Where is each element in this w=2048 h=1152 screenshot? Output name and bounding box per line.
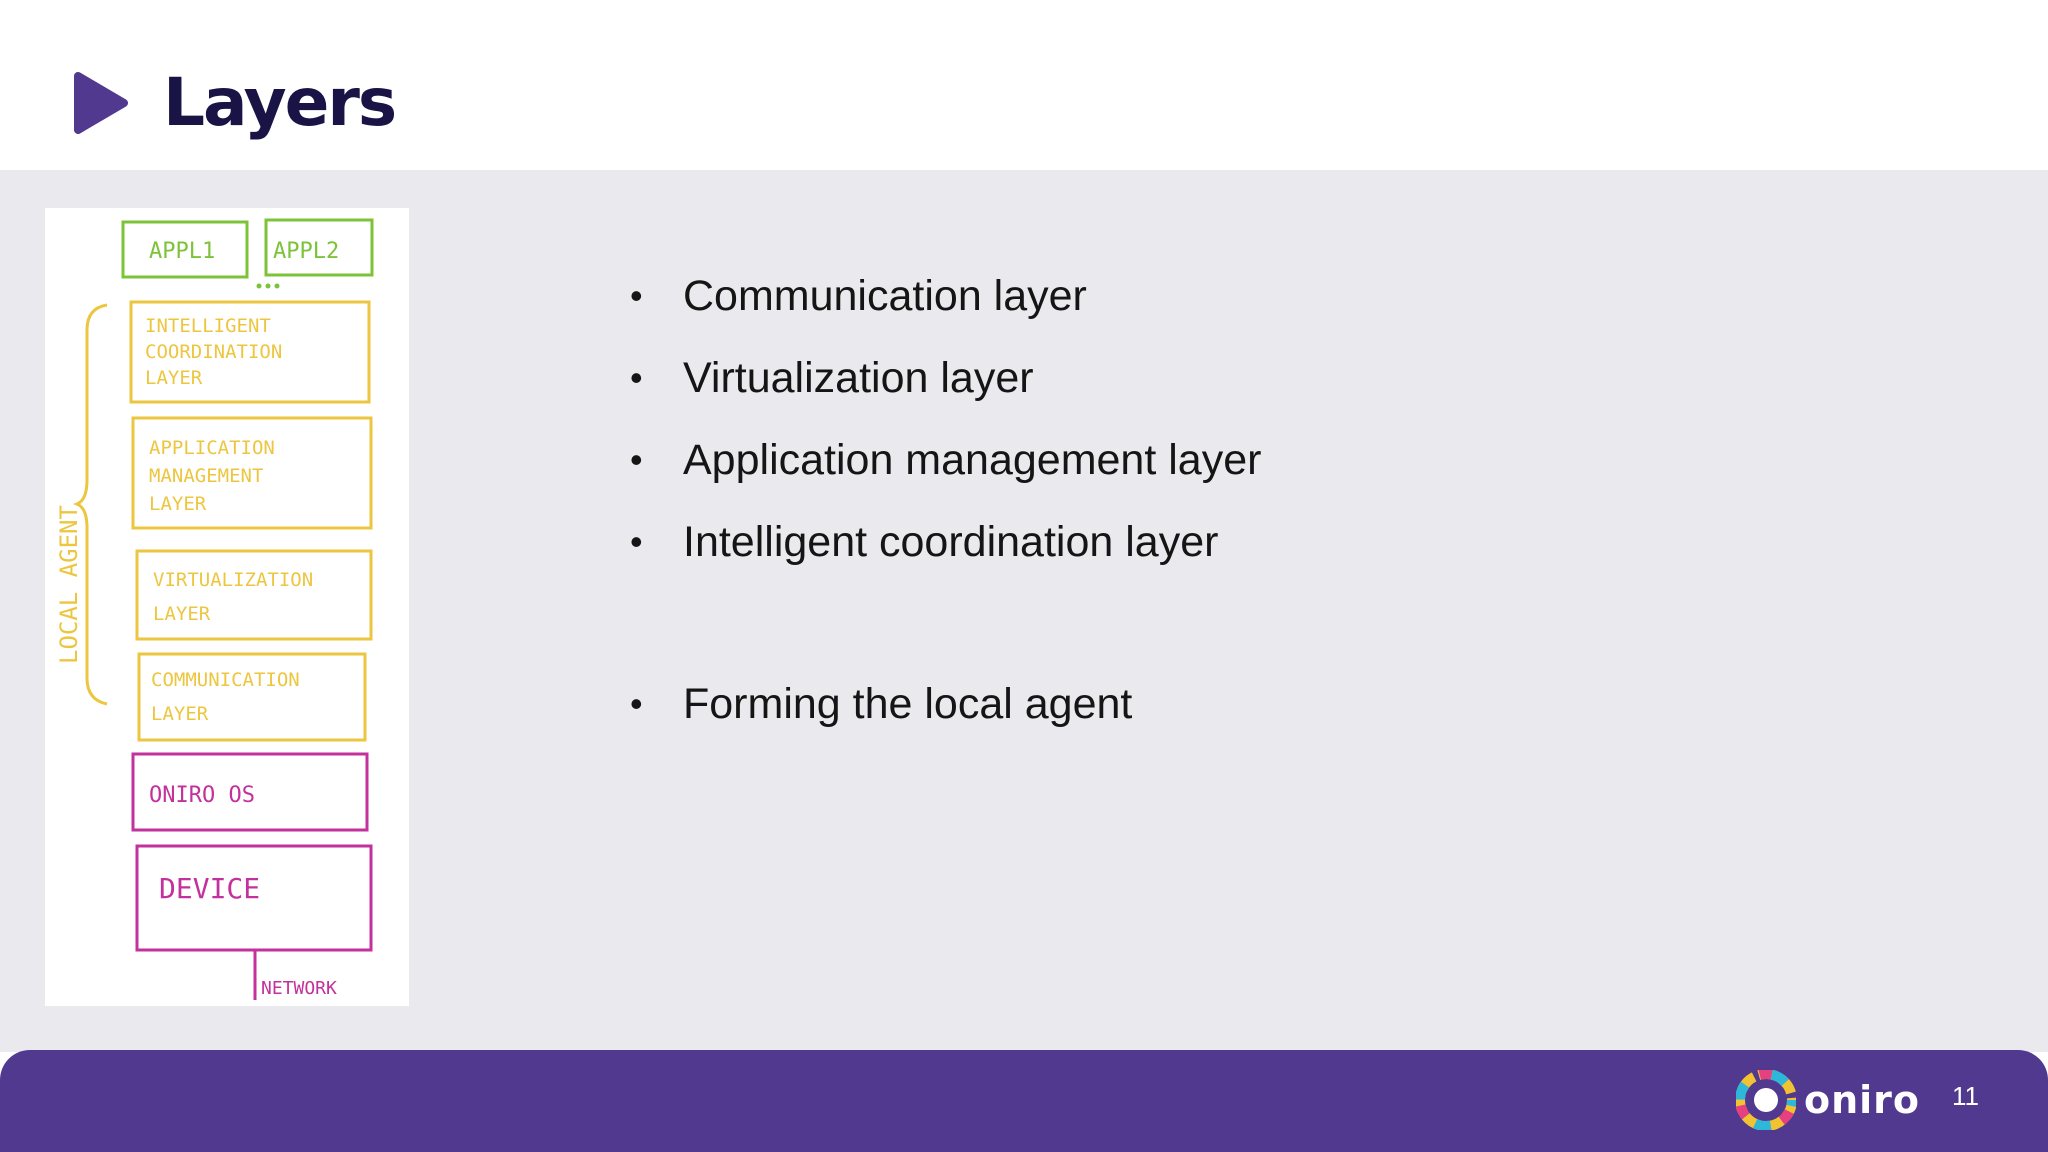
bullet-list: • Communication layer • Virtualization lay…: [630, 265, 1261, 755]
bullet-item: • Communication layer: [630, 265, 1261, 347]
bullet-dot: •: [630, 275, 643, 316]
sketch-layer-box: [129, 300, 371, 404]
sketch-layer-box: [137, 652, 367, 742]
sketch-layer-box: [135, 549, 373, 641]
slide-title: Layers: [163, 64, 397, 141]
sketch-local-agent-label: LOCAL AGENT: [55, 505, 83, 664]
sketch-os-box: [131, 752, 369, 832]
sketch-layer-text: LAYER: [149, 493, 207, 515]
sketch-layer-text: VIRTUALIZATION: [153, 569, 313, 591]
bullet-dot: •: [630, 521, 643, 562]
oniro-logo-icon: [1736, 1070, 1796, 1130]
sketch-ellipsis-dot: [274, 283, 280, 289]
slide-header: Layers: [0, 0, 2048, 170]
bullet-text: Application management layer: [683, 436, 1262, 484]
play-triangle-icon: [74, 72, 128, 134]
sketch-app2-label: APPL2: [273, 239, 339, 264]
sketch-os-label: ONIRO OS: [149, 783, 255, 808]
bullet-dot: •: [630, 357, 643, 398]
sketch-app2-box: [264, 218, 374, 277]
sketch-layer-text: INTELLIGENT: [145, 315, 271, 337]
sketch-network-label: NETWORK: [261, 978, 337, 999]
page-number: 11: [1952, 1081, 1979, 1111]
sketch-layer-text: APPLICATION: [149, 437, 275, 459]
sketch-layer-text: LAYER: [153, 603, 211, 625]
bullet-dot: •: [630, 683, 643, 724]
sketch-layer-text: COMMUNICATION: [151, 669, 300, 691]
sketch-device-label: DEVICE: [159, 872, 260, 905]
bullet-item: • Application management layer: [630, 429, 1261, 511]
bullet-item: • Forming the local agent: [630, 673, 1261, 755]
sketch-layer-text: COORDINATION: [145, 341, 282, 363]
sketch-ellipsis-dot: [265, 283, 271, 289]
sketch-layer-text: MANAGEMENT: [149, 465, 263, 487]
sketch-app1-label: APPL1: [149, 239, 215, 264]
bullet-text: Intelligent coordination layer: [683, 518, 1219, 566]
sketch-layer-box: [131, 416, 373, 530]
bullet-text: Communication layer: [683, 272, 1087, 320]
bullet-dot: •: [630, 439, 643, 480]
bullet-item: • Intelligent coordination layer: [630, 511, 1261, 593]
bullet-item: • Virtualization layer: [630, 347, 1261, 429]
slide-footer: [0, 1050, 2048, 1152]
sketch-app1-box: [121, 220, 249, 279]
sketch-layer-text: LAYER: [145, 367, 203, 389]
bullet-text: Virtualization layer: [683, 354, 1034, 402]
bullet-text: Forming the local agent: [683, 680, 1133, 728]
sketch-ellipsis-dot: [256, 283, 262, 289]
sketch-layer-text: LAYER: [151, 703, 209, 725]
sketch-local-agent-brace: [72, 303, 108, 706]
layers-sketch: APPL1 APPL2 LOCAL AGENT INTELLIGENT COOR…: [45, 208, 409, 1006]
oniro-brand-text: oniro: [1804, 1078, 1921, 1122]
